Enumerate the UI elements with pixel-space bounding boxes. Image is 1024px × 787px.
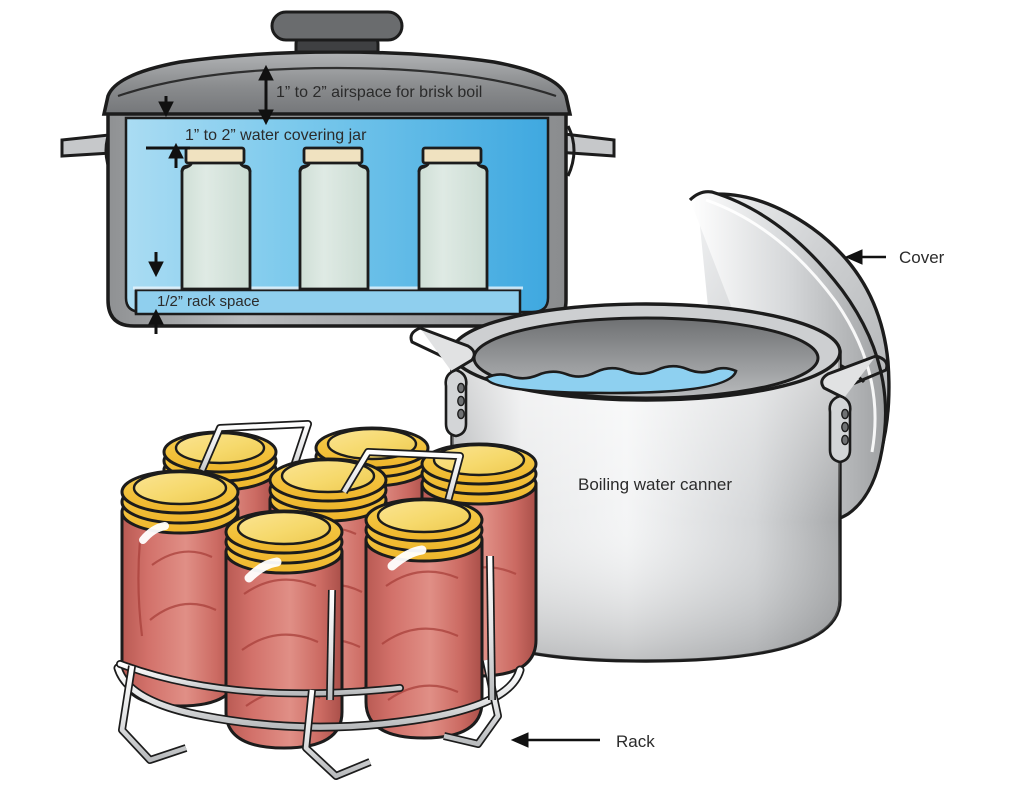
- rack-jar: [364, 497, 484, 740]
- cutaway-jars: [180, 146, 489, 291]
- cutaway-jar: [180, 146, 252, 291]
- rack-wire-frame[interactable]: [113, 555, 525, 780]
- cutaway-jar: [417, 146, 489, 291]
- label-cover: Cover: [899, 248, 945, 267]
- canner-body-shading: [452, 352, 840, 660]
- rack-jar: [224, 509, 344, 750]
- label-boiling-water-canner: Boiling water canner: [578, 475, 732, 494]
- label-airspace: 1” to 2” airspace for brisk boil: [276, 84, 482, 101]
- cutaway-pot-group: [60, 10, 616, 334]
- rack-callout-arrowhead: [510, 732, 529, 748]
- cutaway-jar: [298, 146, 370, 291]
- label-rack-space: 1/2” rack space: [157, 293, 260, 310]
- cutaway-pot-lid-knob: [270, 10, 404, 54]
- callout-arrows: [510, 249, 886, 748]
- rack-bail-handle-right[interactable]: [340, 448, 464, 518]
- dimension-arrows: [146, 64, 274, 334]
- cover-callout-arrowhead: [844, 249, 863, 265]
- label-water-covering-jar: 1” to 2” water covering jar: [185, 127, 367, 144]
- cutaway-pot-lid: [101, 50, 573, 116]
- rack-bail-handle-left[interactable]: [198, 420, 312, 480]
- boiling-water-canner-group: [409, 190, 891, 663]
- canner-right-handle: [820, 354, 889, 464]
- jar-rack-group: [113, 420, 538, 780]
- canner-water: [484, 364, 738, 395]
- label-rack: Rack: [616, 732, 655, 751]
- canner-left-handle: [409, 326, 476, 438]
